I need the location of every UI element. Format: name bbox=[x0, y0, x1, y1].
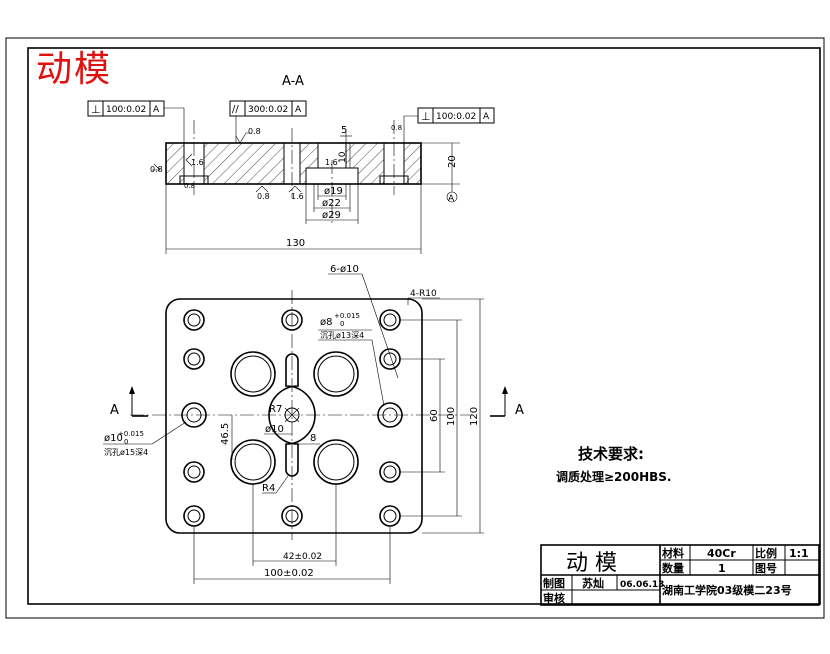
section-mark-right: A bbox=[490, 386, 524, 418]
hole bbox=[379, 505, 401, 527]
plan-view: 6-ø10 4-R10 ø8 +0.015 0 沉孔ø13深4 ø10 +0.0… bbox=[103, 264, 524, 584]
svg-text:制图: 制图 bbox=[543, 576, 565, 590]
svg-text:0.8: 0.8 bbox=[184, 182, 195, 190]
dim-5: 5 bbox=[341, 125, 347, 136]
svg-text:1.6: 1.6 bbox=[325, 158, 338, 167]
hole bbox=[183, 348, 205, 370]
hole bbox=[377, 402, 403, 428]
dim-42: 42±0.02 bbox=[283, 552, 322, 562]
hole bbox=[181, 402, 207, 428]
dim-130: 130 bbox=[286, 238, 305, 249]
inner-frame bbox=[27, 47, 821, 605]
dim-10: 10 bbox=[338, 151, 348, 163]
scale: 1:1 bbox=[789, 547, 809, 560]
svg-text:0: 0 bbox=[340, 320, 344, 328]
section-view: A-A ⊥ 100:0.02 A bbox=[87, 74, 495, 254]
dim-120: 120 bbox=[469, 407, 480, 426]
technical-notes: 技术要求: 调质处理≥200HBS. bbox=[556, 445, 672, 484]
svg-text:0: 0 bbox=[124, 438, 128, 446]
notes-title: 技术要求: bbox=[578, 445, 644, 463]
svg-text:材料: 材料 bbox=[662, 546, 684, 560]
svg-text:图号: 图号 bbox=[755, 562, 777, 575]
hole bbox=[379, 461, 401, 483]
datum-marker bbox=[446, 191, 458, 203]
date: 06.06.13 bbox=[620, 580, 664, 590]
svg-text:A: A bbox=[110, 403, 119, 418]
svg-text:1.6: 1.6 bbox=[291, 192, 304, 201]
svg-text:A: A bbox=[483, 112, 490, 122]
hole bbox=[379, 309, 401, 331]
fcf-right: ⊥ 100:0.02 A bbox=[403, 107, 495, 143]
svg-text://: // bbox=[232, 104, 239, 115]
holes-note: 6-ø10 bbox=[330, 264, 359, 275]
dia-d10: ø10 bbox=[265, 424, 284, 435]
svg-text:0.8: 0.8 bbox=[248, 127, 261, 136]
svg-text:⊥: ⊥ bbox=[91, 103, 101, 116]
quantity: 1 bbox=[718, 562, 726, 575]
dim-d29: ø29 bbox=[322, 210, 341, 221]
svg-text:0.8: 0.8 bbox=[257, 192, 270, 201]
svg-text:+0.015: +0.015 bbox=[334, 312, 360, 320]
runner-slot bbox=[268, 353, 316, 477]
school: 湖南工学院03级模二23号 bbox=[662, 583, 792, 597]
svg-text:0.8: 0.8 bbox=[391, 124, 402, 132]
dim-20: 20 bbox=[447, 155, 458, 168]
outer-border bbox=[5, 37, 825, 619]
sprue-hole bbox=[284, 407, 300, 423]
radius-r4: R4 bbox=[262, 483, 275, 494]
section-label: A-A bbox=[282, 74, 304, 89]
left-cb-note: 沉孔ø15深4 bbox=[104, 448, 148, 457]
bore-cb-note: 沉孔ø13深4 bbox=[320, 331, 364, 340]
stamp-title: 动模 bbox=[36, 49, 113, 90]
svg-text:⊥: ⊥ bbox=[421, 110, 431, 123]
hole bbox=[281, 505, 303, 527]
hole bbox=[183, 309, 205, 331]
dim-60: 60 bbox=[429, 409, 440, 422]
title-block: 动 模 材料 40Cr 比例 1:1 数量 1 图号 制图 苏灿 06.06.1… bbox=[540, 544, 820, 606]
svg-text:1.6: 1.6 bbox=[191, 158, 204, 167]
dim-46-5: 46.5 bbox=[220, 423, 231, 445]
svg-text:数量: 数量 bbox=[662, 561, 684, 575]
part-name: 动 模 bbox=[566, 551, 617, 576]
svg-text:审核: 审核 bbox=[543, 591, 565, 605]
hole-left-cut bbox=[184, 143, 204, 184]
datum-label: A bbox=[448, 194, 455, 204]
svg-text:比例: 比例 bbox=[755, 546, 777, 560]
hole bbox=[183, 461, 205, 483]
svg-text:300:0.02: 300:0.02 bbox=[248, 105, 288, 115]
material: 40Cr bbox=[707, 547, 736, 560]
cavities bbox=[230, 351, 359, 485]
dim-100-vertical: 100 bbox=[446, 407, 457, 426]
fcf-middle: // 300:0.02 A bbox=[229, 100, 307, 143]
dim-d19: ø19 bbox=[324, 186, 343, 197]
section-mark-left: A bbox=[110, 386, 148, 418]
radius-r7: R7 bbox=[269, 404, 282, 415]
hole bbox=[379, 348, 401, 370]
svg-text:A: A bbox=[515, 403, 524, 418]
plate-outline bbox=[165, 298, 423, 534]
bore-tol: ø8 bbox=[320, 317, 332, 328]
drawer: 苏灿 bbox=[582, 576, 604, 590]
fcf-left: ⊥ 100:0.02 A bbox=[87, 100, 185, 143]
hole-right-cut bbox=[384, 143, 404, 184]
section-outline bbox=[165, 142, 422, 185]
svg-text:A: A bbox=[153, 105, 160, 115]
svg-text:0.8: 0.8 bbox=[150, 165, 163, 174]
hole bbox=[281, 309, 303, 331]
chamfer-note: 4-R10 bbox=[410, 289, 437, 299]
svg-text:100:0.02: 100:0.02 bbox=[106, 105, 146, 115]
dim-8: 8 bbox=[310, 433, 316, 444]
left-tol: ø10 bbox=[104, 433, 123, 444]
dim-d22: ø22 bbox=[322, 198, 341, 209]
roughness-marks: 0.8 1.6 0.8 1.6 0.8 0.8 0.8 1.6 bbox=[150, 124, 402, 201]
svg-text:100:0.02: 100:0.02 bbox=[436, 112, 476, 122]
svg-text:+0.015: +0.015 bbox=[118, 430, 144, 438]
svg-text:A: A bbox=[295, 105, 302, 115]
dim-100-horizontal: 100±0.02 bbox=[264, 568, 314, 579]
hole bbox=[183, 505, 205, 527]
notes-line-1: 调质处理≥200HBS. bbox=[556, 469, 672, 484]
